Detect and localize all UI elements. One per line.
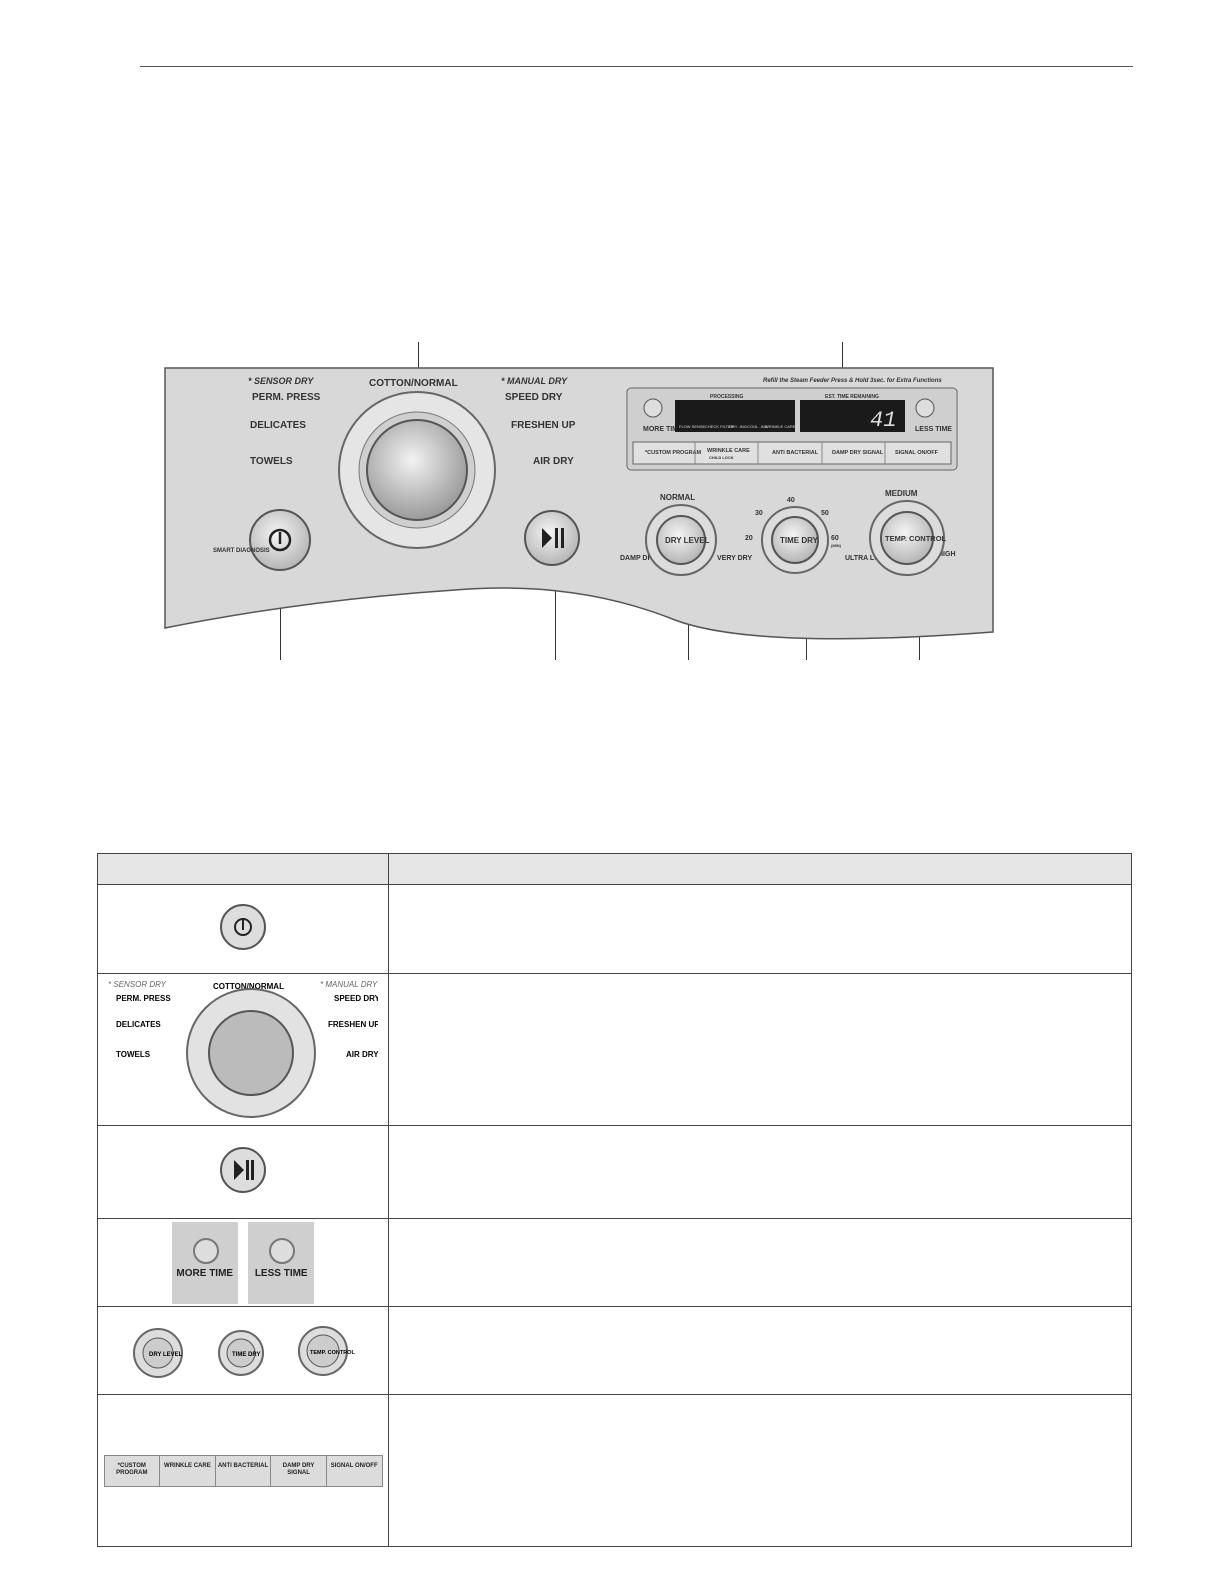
- mini-more-time: MORE TIME: [171, 1221, 238, 1304]
- table-header-image: [97, 853, 389, 885]
- cycle-speed-dry[interactable]: SPEED DRY: [505, 392, 563, 403]
- row-description: [388, 1394, 1132, 1547]
- time-dry-40: 40: [787, 497, 795, 504]
- time-dry-20: 20: [745, 535, 753, 542]
- options-strip-image: *CUSTOM PROGRAM WRINKLE CARE ANTI BACTER…: [97, 1394, 389, 1547]
- callout-line-start: [555, 560, 556, 660]
- mini-delicates: DELICATES: [116, 1020, 161, 1029]
- status-wrinkle-care: WRINKLE CARE: [765, 424, 796, 429]
- cycle-knob-image: * SENSOR DRY COTTON/NORMAL * MANUAL DRY …: [97, 973, 389, 1126]
- temp-ultra-low: ULTRA LOW: [845, 555, 887, 562]
- time-dry-60: 60: [831, 535, 839, 542]
- callout-line-power: [280, 560, 281, 660]
- option-anti-bacterial[interactable]: ANTI BACTERIAL: [772, 450, 819, 456]
- option-signal-on-off[interactable]: SIGNAL ON/OFF: [895, 450, 939, 456]
- cycle-air-dry[interactable]: AIR DRY: [533, 456, 574, 467]
- dry-level-normal: NORMAL: [660, 493, 695, 502]
- dry-level-button[interactable]: [656, 515, 706, 565]
- cycle-towels[interactable]: TOWELS: [250, 456, 293, 467]
- row-description: [388, 884, 1132, 974]
- status-drying: DRY -ING: [729, 424, 747, 429]
- status-display: [675, 400, 795, 432]
- mini-speed-dry: SPEED DRY: [334, 994, 378, 1003]
- mini-temp-control: TEMP. CONTROL: [310, 1350, 355, 1356]
- cycle-perm-press[interactable]: PERM. PRESS: [252, 392, 321, 403]
- mini-air-dry: AIR DRY: [346, 1050, 378, 1059]
- table-row: [97, 884, 1132, 974]
- table-header-description: [388, 853, 1132, 885]
- mini-time-dry: TIME DRY: [232, 1352, 260, 1358]
- table-row: MORE TIME LESS TIME: [97, 1218, 1132, 1307]
- time-dry-button[interactable]: [771, 516, 819, 564]
- cycle-freshen-up[interactable]: FRESHEN UP: [511, 420, 576, 431]
- status-cooling: COOL -ING: [747, 424, 768, 429]
- time-dry-30: 30: [755, 510, 763, 517]
- option-custom-program[interactable]: *CUSTOM PROGRAM: [645, 450, 702, 456]
- est-remaining-label: EST. TIME REMAINING: [825, 394, 879, 400]
- top-note: Refill the Steam Feeder Press & Hold 3se…: [763, 378, 942, 384]
- temp-medium: MEDIUM: [885, 489, 918, 498]
- smart-diagnosis-label: SMART DIAGNOSIS: [213, 548, 270, 554]
- cycle-cotton-normal[interactable]: COTTON/NORMAL: [369, 378, 458, 389]
- row-description: [388, 1306, 1132, 1395]
- temp-control-button[interactable]: [880, 511, 934, 565]
- option-wrinkle-care[interactable]: WRINKLE CARE: [707, 448, 750, 454]
- less-time-button[interactable]: [915, 398, 935, 418]
- time-display: [800, 400, 905, 432]
- mini-perm-press: PERM. PRESS: [116, 994, 171, 1003]
- option-damp-dry-signal[interactable]: DAMP DRY SIGNAL: [832, 450, 884, 456]
- table-row: DRY LEVEL TIME DRY TEMP. CONTROL: [97, 1306, 1132, 1395]
- row-description: [388, 973, 1132, 1126]
- mini-manual-dry: * MANUAL DRY: [320, 980, 378, 989]
- temp-control-label: TEMP. CONTROL: [885, 534, 947, 543]
- header-rule: [140, 66, 1133, 67]
- more-time-button[interactable]: [643, 398, 663, 418]
- row-description: [388, 1218, 1132, 1307]
- time-buttons-image: MORE TIME LESS TIME: [97, 1218, 389, 1307]
- time-remaining-value: 41: [870, 408, 896, 433]
- time-dry-unit: (MIN): [831, 543, 842, 548]
- controls-table: * SENSOR DRY COTTON/NORMAL * MANUAL DRY …: [97, 853, 1132, 1547]
- power-button-image: [97, 884, 389, 974]
- time-dry-50: 50: [821, 510, 829, 517]
- table-header-row: [97, 853, 1132, 885]
- dry-level-damp: DAMP DRY: [620, 555, 657, 562]
- dry-level-label: DRY LEVEL: [665, 536, 710, 545]
- processing-label: PROCESSING: [710, 394, 743, 400]
- mini-cotton-normal: COTTON/NORMAL: [213, 982, 284, 991]
- table-row: [97, 1125, 1132, 1219]
- status-flow-sense: FLOW SENSE: [679, 424, 706, 429]
- table-row: * SENSOR DRY COTTON/NORMAL * MANUAL DRY …: [97, 973, 1132, 1126]
- mini-options-strip: *CUSTOM PROGRAM WRINKLE CARE ANTI BACTER…: [103, 1454, 383, 1487]
- status-check-filter: CHECK FILTER: [705, 424, 734, 429]
- dry-level-very: VERY DRY: [717, 555, 752, 562]
- control-panel: * SENSOR DRY COTTON/NORMAL * MANUAL DRY …: [164, 367, 994, 640]
- row-description: [388, 1125, 1132, 1219]
- time-dry-label: TIME DRY: [780, 536, 819, 545]
- less-time-label: LESS TIME: [915, 426, 952, 433]
- cycle-selector-knob[interactable]: [366, 419, 468, 521]
- sensor-dry-label: * SENSOR DRY: [248, 376, 314, 386]
- table-row: *CUSTOM PROGRAM WRINKLE CARE ANTI BACTER…: [97, 1394, 1132, 1547]
- child-lock-label: CHILD LOCK: [709, 455, 734, 460]
- mini-dry-level: DRY LEVEL: [149, 1352, 183, 1358]
- dials-image: DRY LEVEL TIME DRY TEMP. CONTROL: [97, 1306, 389, 1395]
- mini-less-time: LESS TIME: [248, 1221, 315, 1304]
- manual-dry-label: * MANUAL DRY: [501, 376, 568, 386]
- more-time-label: MORE TIME: [643, 426, 683, 433]
- mini-towels: TOWELS: [116, 1050, 151, 1059]
- mini-freshen-up: FRESHEN UP: [328, 1020, 378, 1029]
- mini-sensor-dry: * SENSOR DRY: [108, 980, 167, 989]
- start-pause-image: [97, 1125, 389, 1219]
- temp-high: HIGH: [938, 551, 956, 558]
- cycle-delicates[interactable]: DELICATES: [250, 420, 306, 431]
